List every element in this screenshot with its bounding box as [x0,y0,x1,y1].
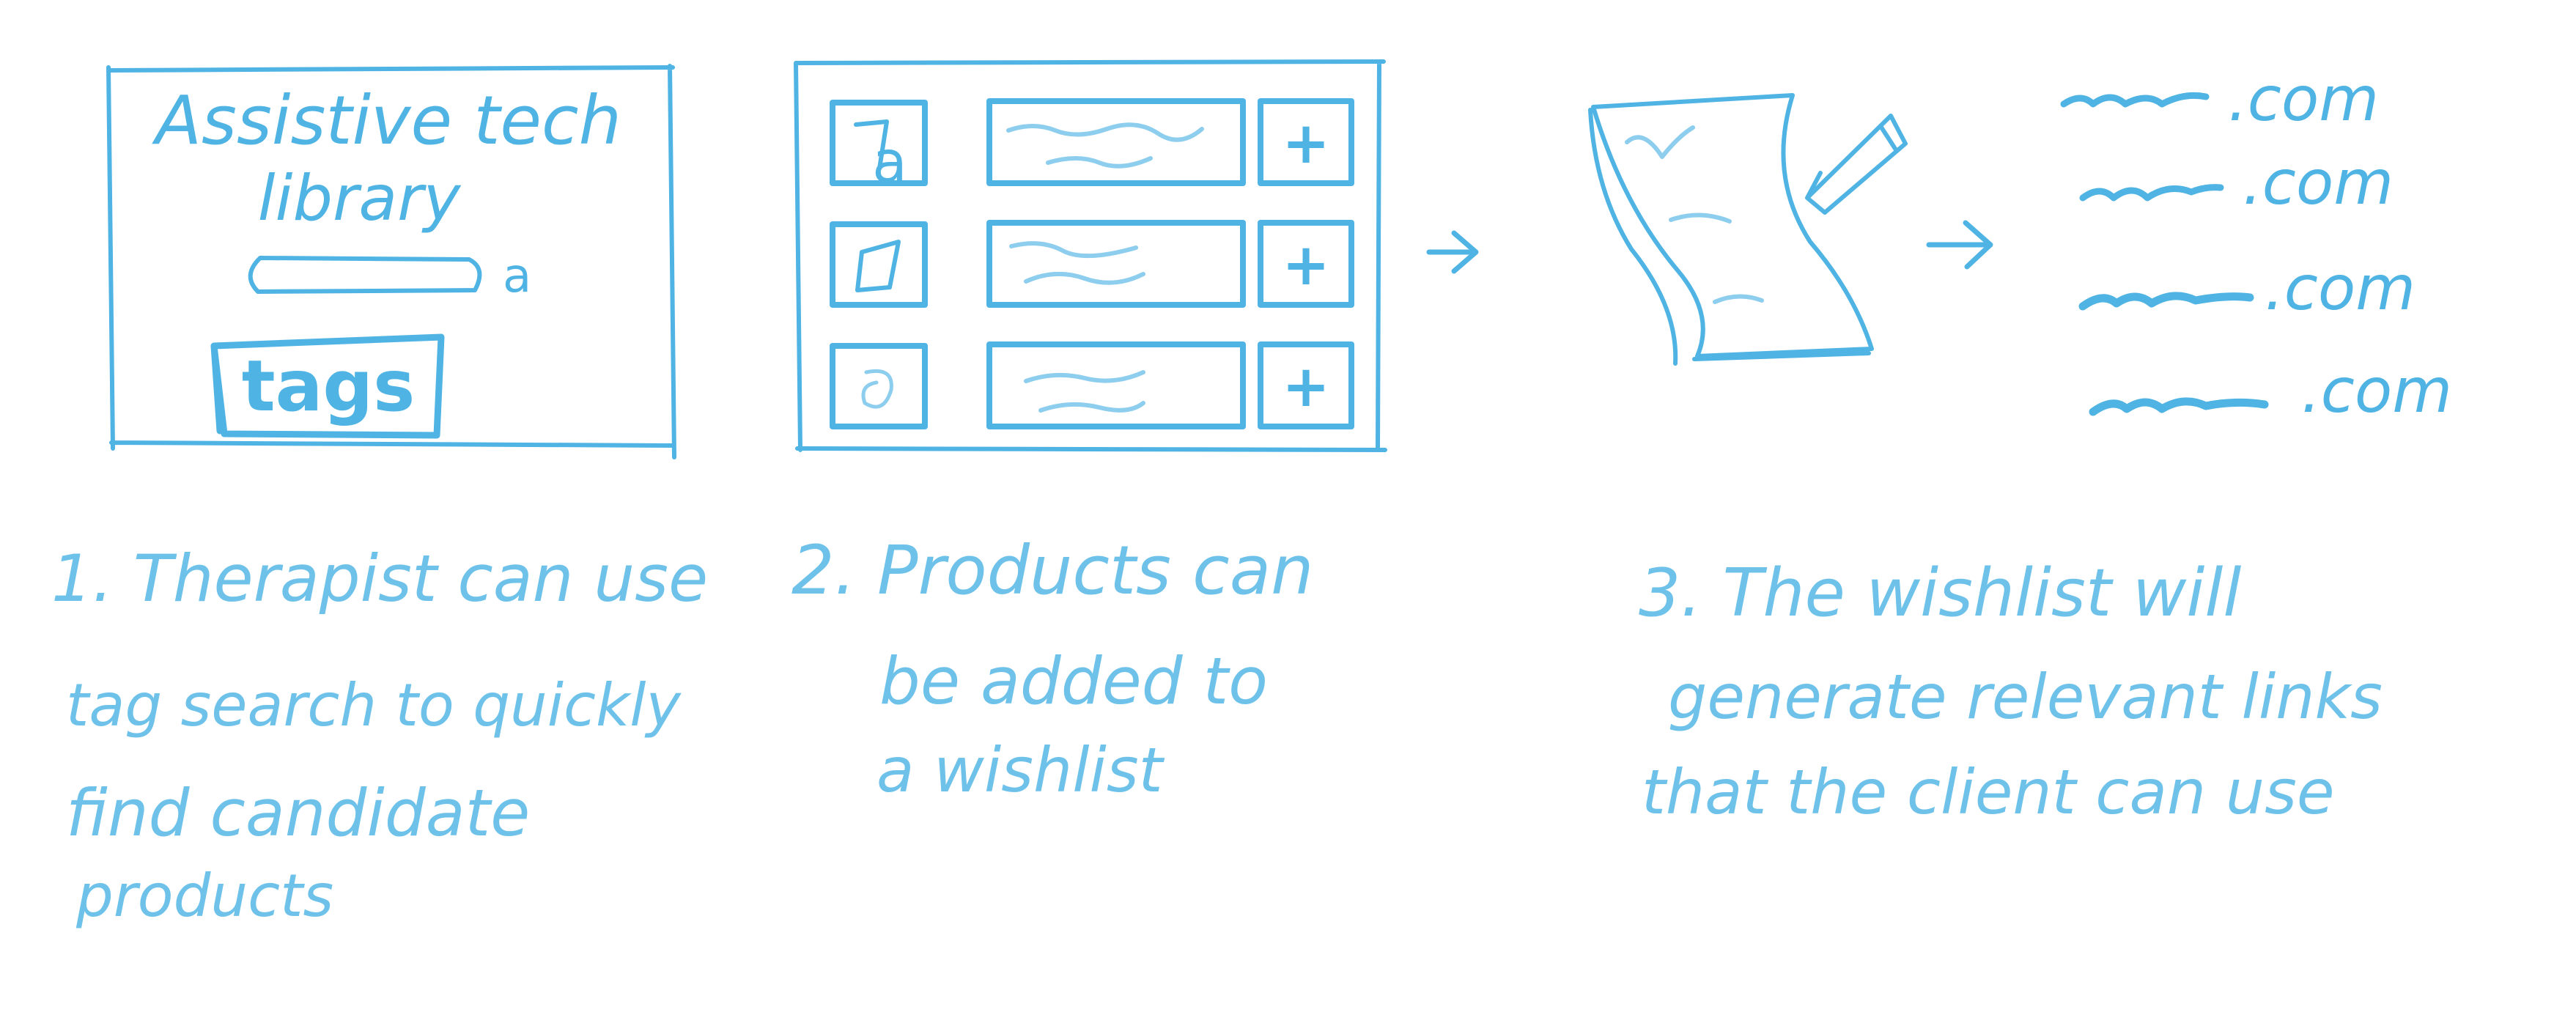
link-scribble [2060,92,2210,108]
caption-line: tag search to quickly [66,671,682,739]
link-scribble [2079,184,2224,202]
link-scribble [2089,397,2269,416]
add-to-wishlist-button[interactable] [1258,341,1354,429]
product-thumbnail[interactable] [830,221,928,308]
product-list-frame [794,59,1387,452]
product-description-box[interactable] [986,98,1246,186]
caption-line: that the client can use [1642,756,2335,828]
product-description-scribble [1009,241,1145,285]
link-item[interactable]: .com [2060,63,2379,135]
caption-step3: 3. The wishlist will generate relevant l… [1639,555,2383,828]
caption-line: 3. The wishlist will [1639,555,2241,632]
add-to-wishlist-button[interactable] [1258,220,1354,308]
product-description-box[interactable] [986,220,1246,308]
caption-step1: 1. Therapist can use tag search to quick… [51,541,708,930]
link-scribble [2078,292,2254,311]
arrow-right-icon [1926,220,1993,270]
arrow-right-icon [1426,230,1479,274]
product-thumbnail[interactable] [830,343,928,429]
product-description-box[interactable] [986,341,1246,429]
caption-line: products [75,862,333,930]
link-domain: .com [2228,63,2379,135]
product-row: a + [830,98,1354,196]
product-thumbnail[interactable] [830,100,928,186]
plus-icon: + [1282,232,1329,298]
product-thumbnail-sketch [855,240,901,292]
product-thumbnail-sketch [854,119,889,171]
document-icon [1588,93,1874,366]
product-description-scribble [1024,370,1145,413]
link-domain: .com [2243,147,2394,218]
caption-line: a wishlist [876,734,1165,806]
caption-step2: 2. Products can be added to a wishlist [791,531,1313,806]
tags-button-label: tags [242,345,416,427]
link-domain: .com [2265,252,2416,324]
library-panel-frame [106,64,676,459]
wishlist-panel: .com .com .com .com [1588,63,2452,426]
document-scribble [1625,125,1764,304]
link-item[interactable]: .com [2079,147,2394,218]
link-item[interactable]: .com [2078,252,2416,324]
add-to-wishlist-button[interactable] [1258,98,1354,186]
product-row: + [830,341,1354,429]
link-domain: .com [2301,355,2452,426]
tags-button[interactable] [210,333,445,439]
search-icon[interactable]: a [503,249,531,303]
product-thumbnail-sketch [861,369,893,409]
search-input[interactable] [248,256,482,294]
caption-line: be added to [879,643,1268,719]
plus-icon: + [1282,111,1329,177]
product-row: + [830,220,1354,308]
product-thumbnail-glyph: a [872,130,907,196]
product-description-scribble [1006,122,1204,169]
link-item[interactable]: .com [2089,355,2452,426]
library-panel: Assistive tech library a tags [106,64,676,459]
product-list-panel: a + + + [794,59,1387,452]
caption-line: generate relevant links [1668,661,2383,733]
caption-line: 1. Therapist can use [51,541,708,616]
caption-line: find candidate [66,775,530,851]
library-title-line1: Assistive tech [152,81,621,160]
caption-line: 2. Products can [791,531,1313,610]
pencil-icon [1805,114,1908,215]
library-title-line2: library [258,162,462,235]
plus-icon: + [1282,354,1329,420]
